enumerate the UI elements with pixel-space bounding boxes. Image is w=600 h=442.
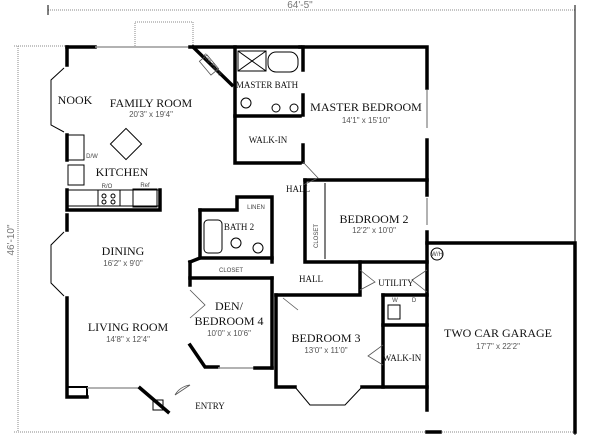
linen-label: LINEN — [247, 205, 265, 211]
nook-label: NOOK — [58, 93, 93, 107]
bedroom2-size: 12'2" x 10'0" — [352, 226, 396, 235]
closet-label: CLOSET — [219, 268, 243, 274]
master-bedroom-label: MASTER BEDROOM — [310, 100, 422, 114]
bedroom2-label: BEDROOM 2 — [339, 212, 408, 226]
garage-size: 17'7" x 22'2" — [476, 342, 520, 351]
master-bath-label: MASTER BATH — [236, 80, 299, 90]
family-room-label: FAMILY ROOM — [110, 96, 193, 110]
master-walkin-label: WALK-IN — [249, 135, 288, 145]
walls — [50, 21, 577, 434]
depth-dimension: 46'-10" — [6, 224, 17, 255]
bedroom3-size: 13'0" x 11'0" — [304, 346, 347, 355]
dishwasher-label: D/W — [86, 154, 98, 160]
living-room-size: 14'8" x 12'4" — [106, 335, 150, 344]
hall-upper-label: HALL — [286, 184, 310, 194]
family-room-size: 20'3" x 19'4" — [129, 110, 173, 119]
bedroom2-closet-label: CLOSET — [314, 224, 320, 248]
dining-label: DINING — [102, 244, 145, 258]
utility-label: UTILITY — [378, 278, 414, 288]
master-bedroom-size: 14'1" x 15'10" — [342, 116, 390, 125]
dimension-lines — [14, 5, 576, 435]
water-heater-label: W/H — [431, 252, 443, 258]
bedroom3-label: BEDROOM 3 — [291, 331, 360, 345]
walkin3-label: WALK-IN — [383, 353, 422, 363]
garage-label: TWO CAR GARAGE — [444, 326, 552, 340]
hall-lower-label: HALL — [299, 274, 323, 284]
washer-label: W — [392, 298, 398, 304]
entry-label: ENTRY — [195, 401, 225, 411]
refrigerator-label: Ref — [140, 183, 150, 189]
dining-size: 16'2" x 9'0" — [103, 259, 143, 268]
living-room-label: LIVING ROOM — [88, 320, 169, 334]
den-label-line2: BEDROOM 4 — [194, 314, 263, 328]
den-size: 10'0" x 10'6" — [207, 329, 251, 338]
den-label-line1: DEN/ — [215, 299, 244, 313]
dryer-label: D — [412, 298, 417, 304]
width-dimension: 64'-5" — [287, 0, 313, 11]
bath2-label: BATH 2 — [224, 222, 254, 232]
range-oven-label: R/O — [102, 184, 113, 190]
kitchen-label: KITCHEN — [96, 165, 149, 179]
